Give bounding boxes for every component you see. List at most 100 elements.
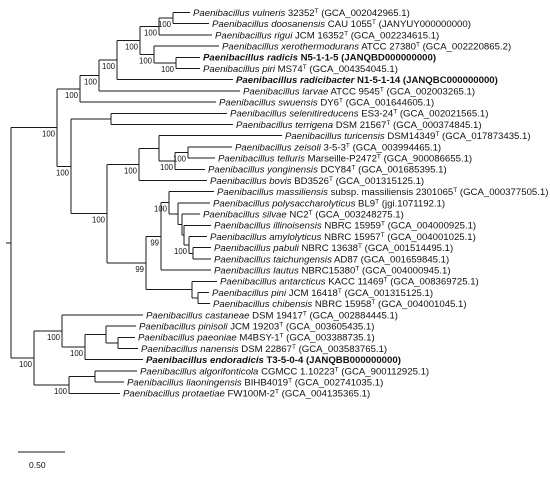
species-name: Paenibacillus vulneris [193,8,285,19]
bootstrap-value: 99 [150,238,159,247]
strain-name: 3-5-3 [321,142,346,153]
accession-number: (GCA_004001045.1) [375,299,466,310]
species-name: Paenibacillus turicensis [285,131,385,142]
species-name: Paenibacillus terrigena [236,120,333,131]
species-name: Paenibacillus radicis [203,53,298,64]
leaf-label-bovis: Paenibacillus bovis BD3526T (GCA_0013151… [210,176,424,187]
strain-name: BD3526 [292,176,329,187]
strain-name: JCM 16418 [286,288,338,299]
accession-number: (GCA_002003265.1) [384,86,475,97]
accession-number: (GCA_004000925.1) [385,221,476,232]
accession-number: (GCA_008369725.1) [388,277,479,288]
strain-name: KACC 11469 [326,277,384,288]
leaf-label-telluris: Paenibacillus telluris Marseille-P2472T … [218,154,472,165]
type-strain-mark: T [381,232,385,239]
strain-name: M4BSY-1 [237,333,280,344]
strain-name: FW100M-2 [225,389,275,400]
type-strain-mark: T [303,64,307,71]
accession-number: (GCA_001685395.1) [355,165,446,176]
type-strain-mark: T [315,8,319,15]
strain-name: DY6 [318,98,339,109]
bootstrap-value: 100 [102,62,116,71]
type-strain-mark: T [384,277,388,284]
species-name: Paenibacillus lautus [214,266,299,277]
species-name: Paenibacillus endoradicis [146,355,264,366]
type-strain-mark: T [279,322,283,329]
species-name: Paenibacillus chibensis [213,299,312,310]
leaf-label-swuensis: Paenibacillus swuensis DY6T (GCA_0016446… [219,98,434,109]
type-strain-mark: T [453,187,457,194]
accession-number: (GCA_002884445.1) [307,310,398,321]
leaf-label-radicis: Paenibacillus radicis N5-1-1-5 (JANQBD00… [203,53,436,64]
leaf-label-lautus: Paenibacillus lautus NBRC15380T (GCA_004… [214,266,451,277]
leaf-label-algorifonticola: Paenibacillus algorifonticola CGMCC 1.10… [140,366,429,377]
species-name: Paenibacillus pabuli [214,243,300,254]
strain-name: Marseille-P2472 [305,154,377,165]
leaf-label-pinisoli: Paenibacillus pinisoli JCM 19203T (GCA_0… [139,322,374,333]
strain-name: BIHB4019 [242,378,288,389]
strain-name: CAU 1055 [325,19,372,30]
accession-number: (GCA_017873435.1) [439,131,530,142]
accession-number: (GCA_003994465.1) [350,142,441,153]
accession-number: (GCA_900112925.1) [339,366,430,377]
strain-name: AD87 [332,254,358,265]
accession-number: (GCA_004135365.1) [279,389,370,400]
accession-number: (GCA_004354045.1) [307,64,398,75]
leaf-labels: Paenibacillus vulneris 32352T (GCA_00204… [123,8,548,400]
species-name: Paenibacillus selenitireducens [230,109,359,120]
strain-name: MS74 [275,64,303,75]
accession-number: (GCA_001514495.1) [362,243,453,254]
accession-number: (jgi.1071192.1) [379,198,445,209]
species-name: Paenibacillus zeisoli [235,142,322,153]
species-name: Paenibacillus rigui [215,30,293,41]
bootstrap-value: 100 [173,155,187,164]
species-name: Paenibacillus pinisoli [139,322,228,333]
bootstrap-labels: 1001001001001001001001001001001001001009… [19,20,188,396]
accession-number: (GCA_004001025.1) [385,232,476,243]
accession-number: (JANQBD000000000) [338,53,436,64]
species-name: Paenibacillus algorifonticola [140,366,258,377]
species-name: Paenibacillus nanensis [141,344,239,355]
bootstrap-value: 100 [54,387,68,396]
type-strain-mark: T [375,198,379,205]
leaf-label-yonginensis: Paenibacillus yonginensis DCY84T (GCA_00… [208,165,447,176]
species-name: Paenibacillus massiliensis [217,187,328,198]
bootstrap-value: 100 [160,163,174,172]
accession-number: (GCA_003388735.1) [284,333,375,344]
bootstrap-value: 100 [139,57,153,66]
type-strain-mark: T [339,98,343,105]
accession-number: (GCA_001315125.1) [342,288,433,299]
bootstrap-value: 100 [144,29,158,38]
type-strain-mark: T [372,19,376,26]
species-name: Paenibacillus silvae [203,210,287,221]
accession-number: (GCA_001315125.1) [333,176,424,187]
type-strain-mark: T [346,142,350,149]
leaf-label-larvae: Paenibacillus larvae ATCC 9545T (GCA_002… [243,86,475,97]
strain-name: NBRC15380 [299,266,356,277]
leaf-label-castaneae: Paenibacillus castaneae DSM 19417T (GCA_… [146,310,398,321]
leaf-label-silvae: Paenibacillus silvae NC2T (GCA_003248275… [203,210,404,221]
species-name: Paenibacillus xerothermodurans [222,42,359,53]
leaf-label-radicibacter: Paenibacillus radicibacter N1-5-1-14 (JA… [236,75,498,86]
type-strain-mark: T [416,42,420,49]
type-strain-mark: T [393,109,397,116]
leaf-label-xerothermodurans: Paenibacillus xerothermodurans ATCC 2738… [222,42,511,53]
strain-name: ATCC 27380 [359,42,416,53]
bootstrap-value: 100 [161,65,175,74]
strain-name: N5-1-1-5 [298,53,339,64]
leaf-label-liaoningensis: Paenibacillus liaoningensis BIHB4019T (G… [127,378,383,389]
type-strain-mark: T [381,221,385,228]
strain-name: DSM 22867 [239,344,292,355]
type-strain-mark: T [435,131,439,138]
species-name: Paenibacillus larvae [243,86,328,97]
species-name: Paenibacillus taichungensis [214,254,332,265]
accession-number: (GCA_900086655.1) [381,154,472,165]
accession-number: (GCA_000377505.1) [457,187,548,198]
bootstrap-value: 100 [65,91,79,100]
strain-name: NBRC 15958 [312,299,371,310]
type-strain-mark: T [358,243,362,250]
bootstrap-value: 100 [92,216,106,225]
bootstrap-value: 100 [174,247,188,256]
strain-name: DCY84 [318,165,352,176]
leaf-label-paeoniae: Paenibacillus paeoniae M4BSY-1T (GCA_003… [138,333,375,344]
